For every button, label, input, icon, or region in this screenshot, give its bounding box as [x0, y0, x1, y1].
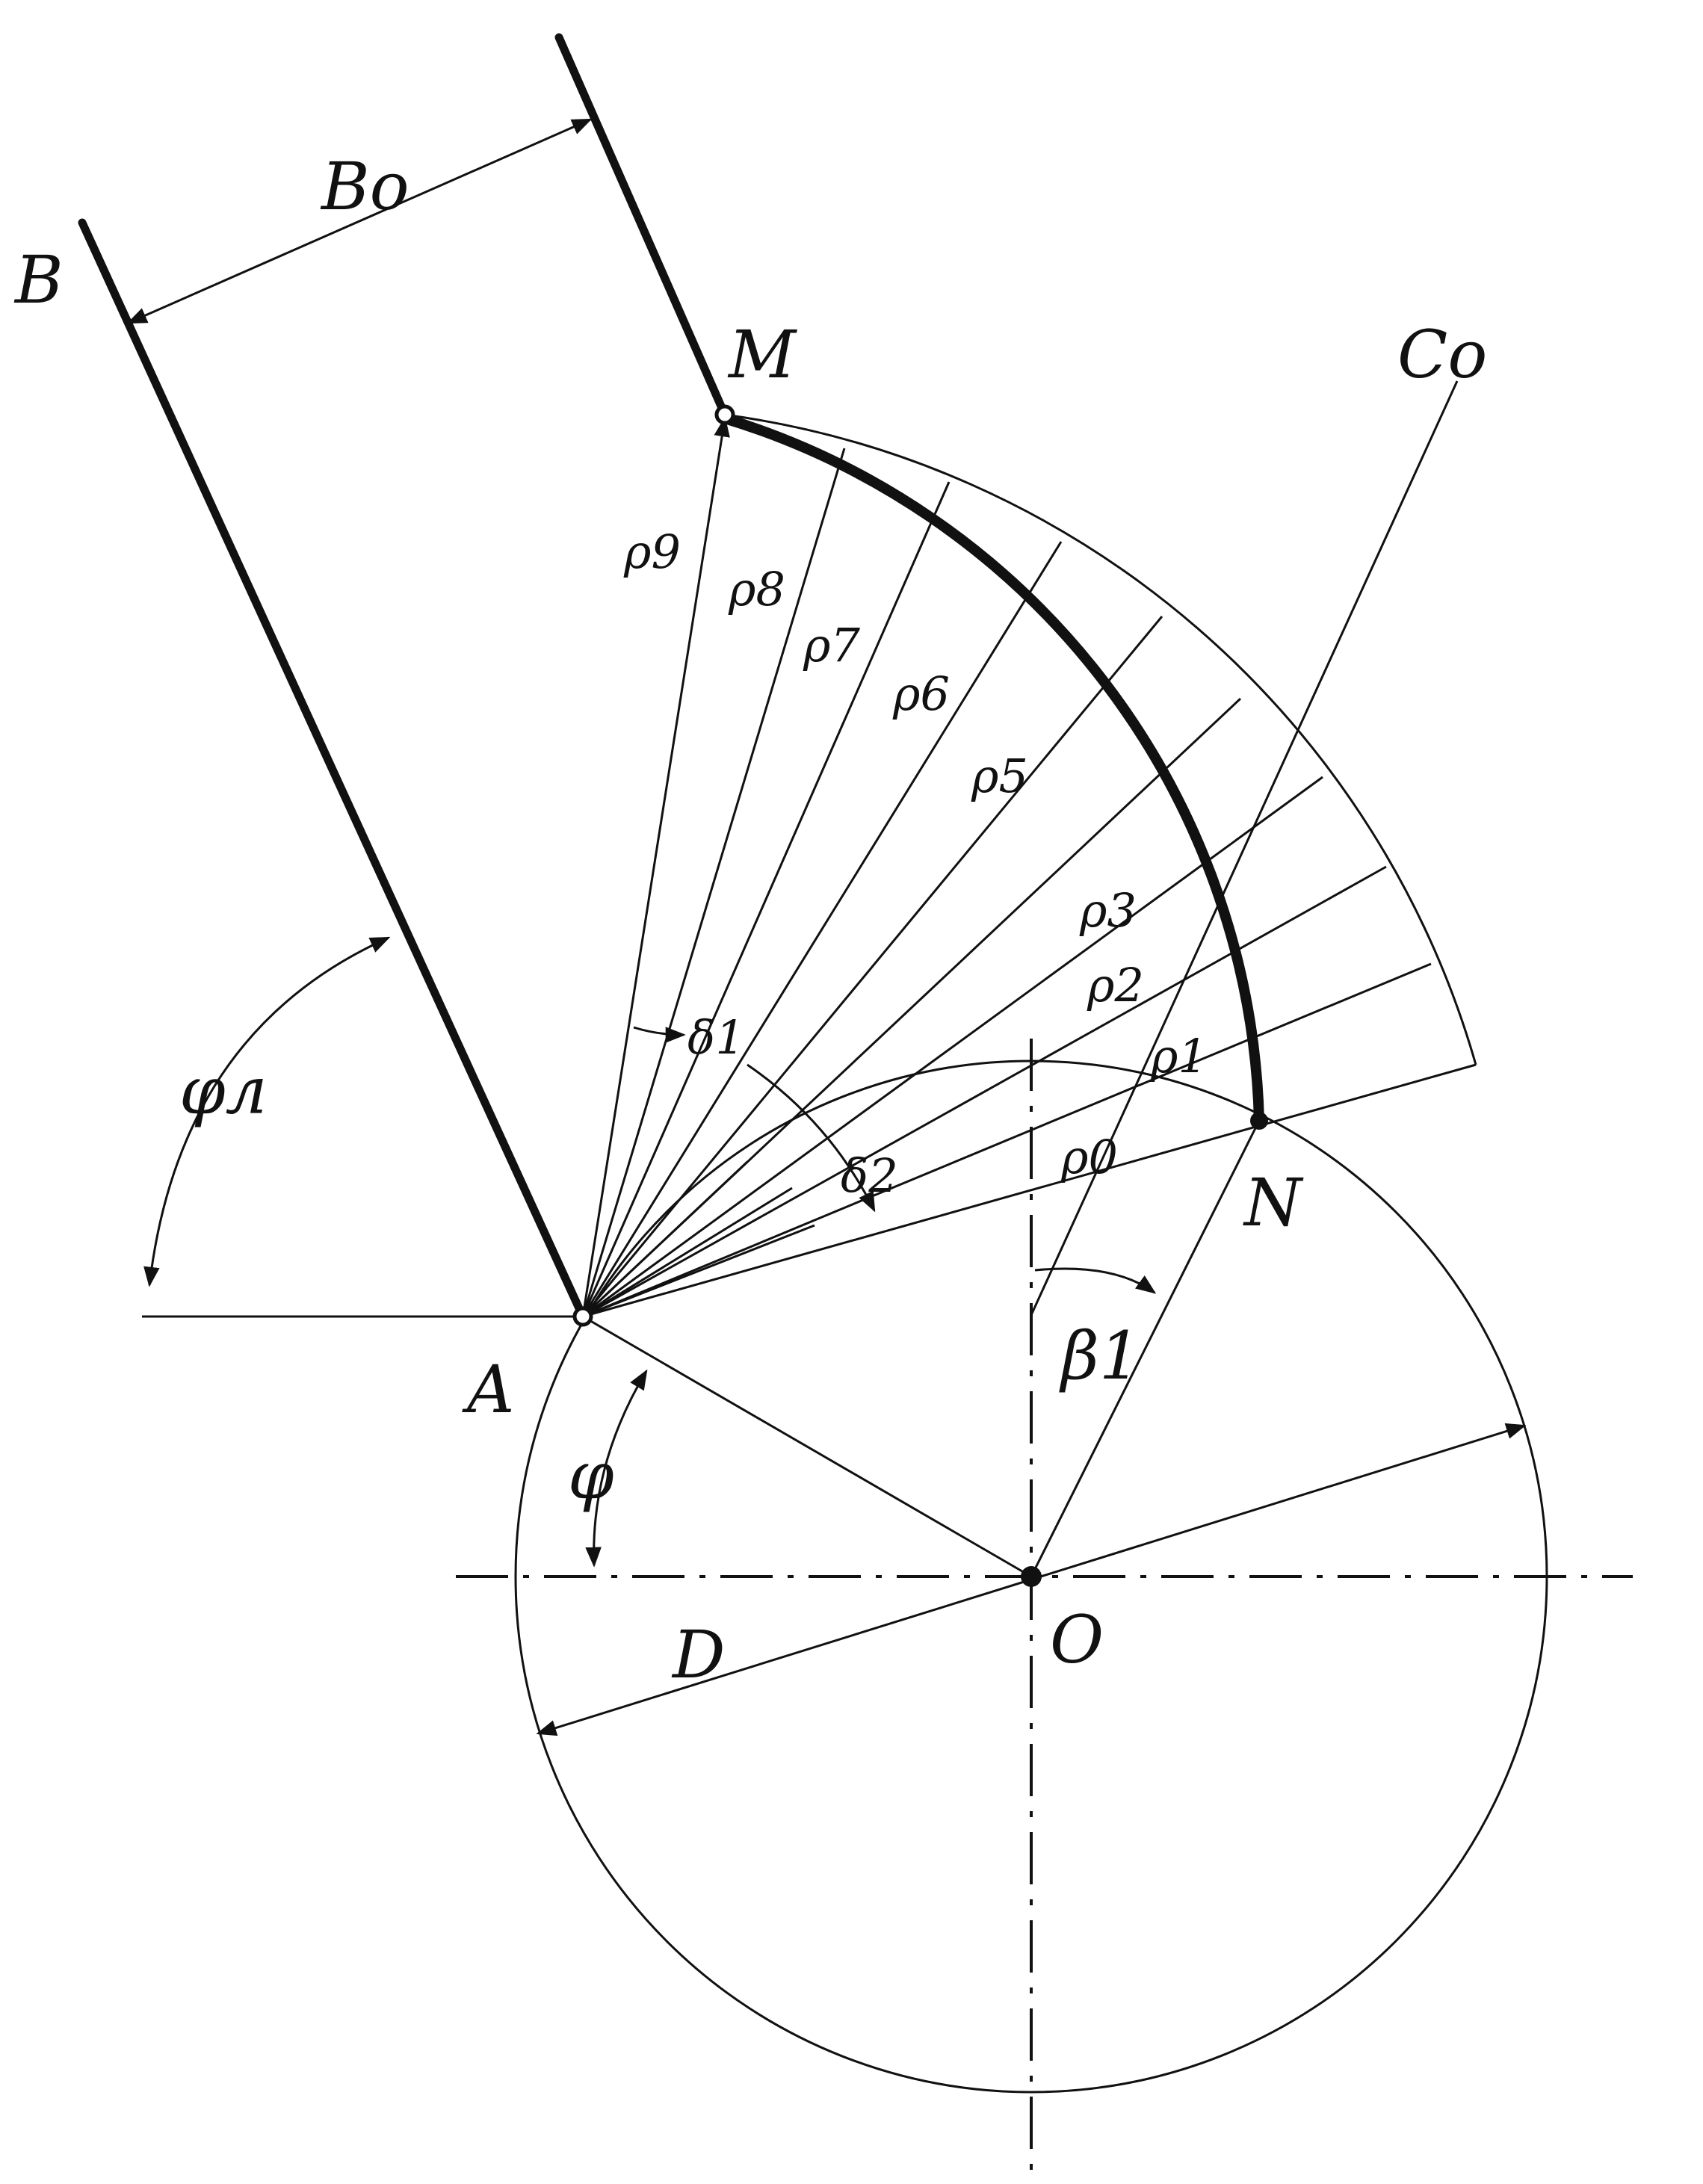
label-m: M — [727, 316, 797, 393]
point-m — [714, 404, 735, 425]
ray-rho1 — [582, 962, 1432, 1318]
ray-rho7 — [581, 481, 951, 1317]
label-rho3: ρ3 — [1079, 883, 1137, 938]
label-n: N — [1243, 1164, 1304, 1241]
label-phi: φ — [568, 1437, 614, 1514]
angle-beta-arc — [1034, 1267, 1157, 1294]
point-a — [572, 1306, 593, 1327]
rho-rays — [581, 416, 1477, 1318]
line-a-o — [582, 1315, 1032, 1578]
outer-arc — [724, 413, 1477, 1065]
label-o: O — [1050, 1601, 1104, 1678]
angle-delta2-arc — [747, 1063, 876, 1213]
ray-rho8 — [581, 448, 846, 1317]
label-rho9: ρ9 — [623, 525, 681, 579]
label-rho0: ρ0 — [1060, 1130, 1118, 1184]
ray-rho0 — [582, 1063, 1477, 1318]
line-co — [1030, 380, 1459, 1316]
label-bo: Bo — [320, 148, 409, 225]
label-rho5: ρ5 — [971, 749, 1028, 803]
angle-phi-n-arc — [143, 936, 391, 1287]
label-co: Co — [1397, 316, 1487, 393]
label-rho1: ρ1 — [1150, 1029, 1208, 1083]
label-a: A — [462, 1351, 515, 1428]
label-rho7: ρ7 — [803, 618, 860, 672]
angle-delta1-arc — [633, 1026, 686, 1043]
label-beta: β1 — [1059, 1317, 1141, 1394]
label-d: D — [671, 1616, 726, 1693]
ray-rho3 — [582, 776, 1323, 1318]
edge-m-top — [554, 33, 729, 419]
ray-short-2 — [582, 1187, 793, 1318]
edge-a-b — [78, 218, 587, 1321]
ray-short-3 — [581, 1160, 749, 1318]
label-rho8: ρ8 — [728, 562, 785, 616]
label-b: B — [13, 241, 64, 318]
label-rho6: ρ6 — [892, 666, 950, 721]
ray-short-1 — [582, 1224, 815, 1318]
label-delta1: δ1 — [687, 1010, 745, 1065]
ray-rho2 — [582, 865, 1387, 1318]
ray-rho6 — [581, 541, 1063, 1317]
label-rho2: ρ2 — [1087, 958, 1144, 1012]
ray-rho5 — [581, 616, 1163, 1317]
dimension-bo — [126, 118, 593, 324]
ray-rho9 — [581, 416, 730, 1317]
point-n — [1250, 1112, 1268, 1130]
angle-phi-arc — [585, 1369, 648, 1568]
label-delta2: δ2 — [841, 1148, 898, 1203]
label-phi-n: φл — [179, 1052, 268, 1129]
point-o — [1021, 1566, 1042, 1587]
